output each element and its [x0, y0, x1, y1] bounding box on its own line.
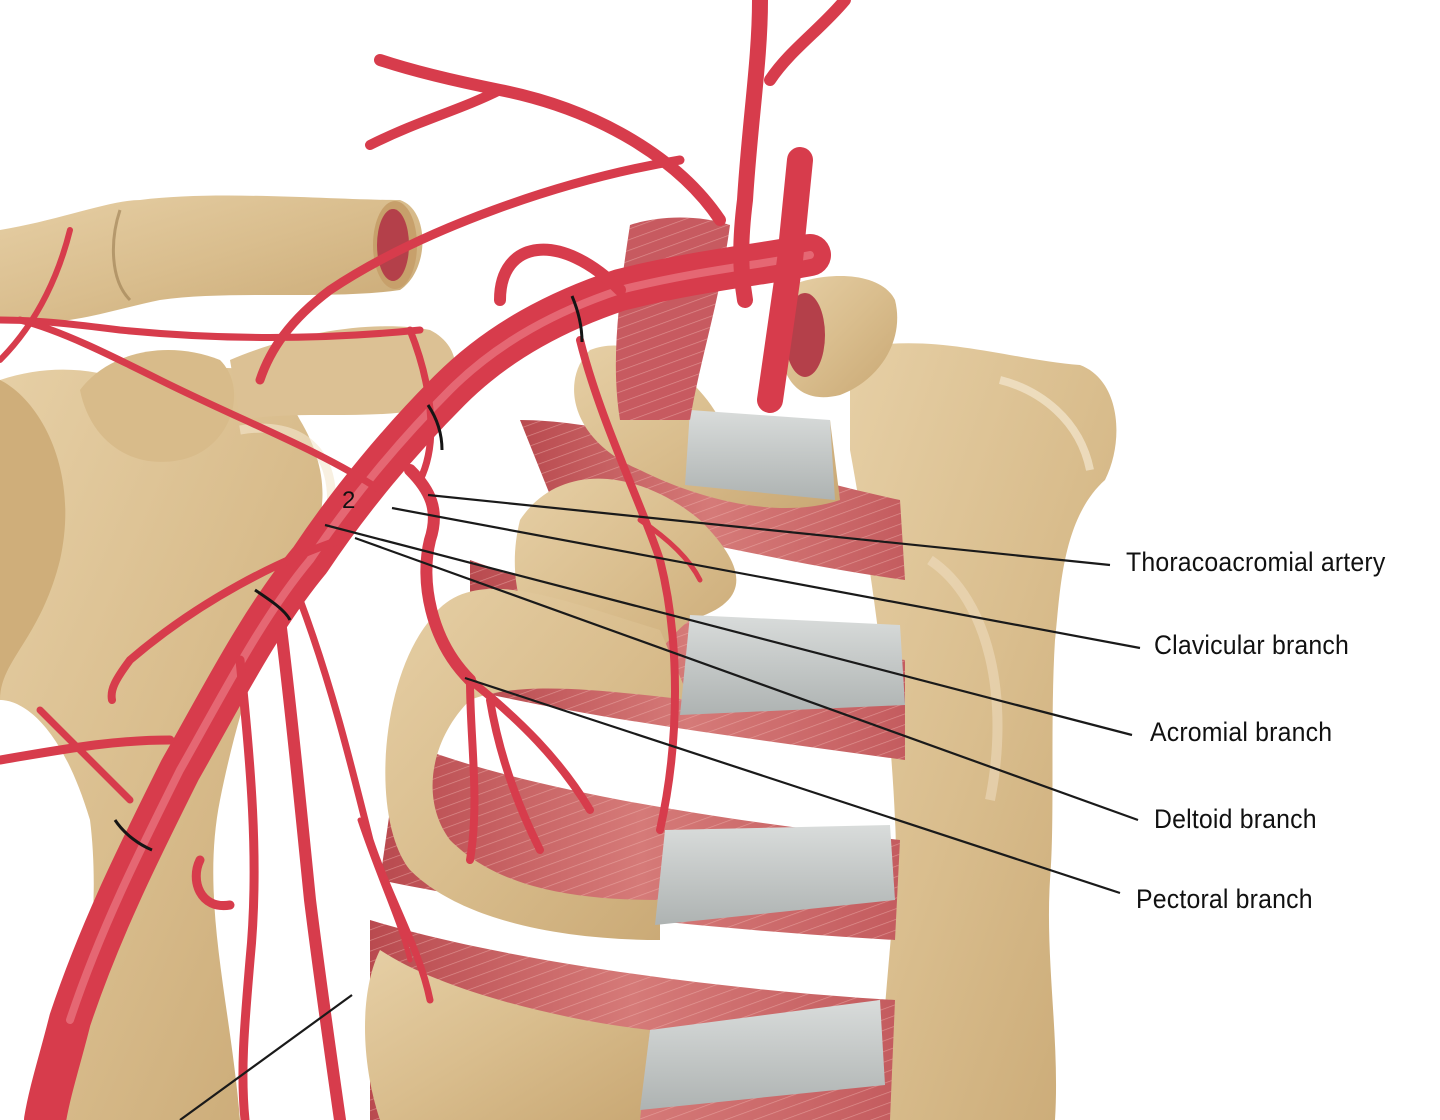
leader-line-acromial [324, 523, 1133, 737]
leader-line-deltoid [354, 536, 1139, 822]
sternum [850, 343, 1117, 1120]
leader-lines [179, 493, 1141, 1120]
label-clavicular-branch: Clavicular branch [1154, 630, 1350, 660]
deltoid-branch-vessel [107, 536, 344, 704]
leader-line-thoracoacromial [427, 493, 1111, 567]
leader-line-clavicular [391, 506, 1141, 650]
label-deltoid-branch: Deltoid branch [1154, 804, 1317, 834]
leader-line-bottom [179, 994, 353, 1120]
scalene-muscle [615, 217, 730, 420]
acromial-branch-vessel [16, 316, 384, 494]
thoracoacromial-trunk [404, 464, 476, 686]
pectoral-branch-vessel [466, 676, 594, 864]
clavicle [0, 195, 898, 398]
axillary-segment-number: 2 [342, 487, 355, 514]
segment-markers [113, 295, 584, 852]
leader-line-pectoral [464, 676, 1121, 895]
arteries [0, 0, 851, 1120]
label-acromial-branch: Acromial branch [1150, 717, 1333, 747]
label-thoracoacromial-artery: Thoracoacromial artery [1126, 547, 1386, 577]
label-pectoral-branch: Pectoral branch [1136, 884, 1313, 914]
